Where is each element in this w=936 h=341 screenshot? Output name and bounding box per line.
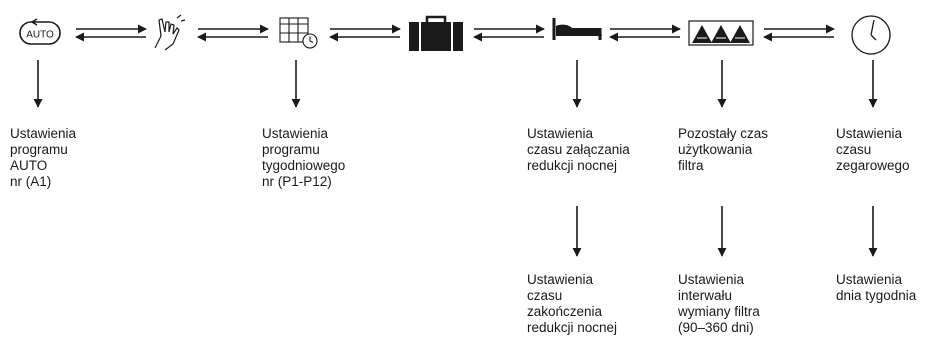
- double-arrow-filter-clock: [763, 24, 835, 42]
- double-arrow-night-filter: [609, 24, 681, 42]
- away-suitcase-icon: [409, 15, 463, 51]
- night-bed-icon: [552, 18, 602, 40]
- double-arrow-away-night: [473, 24, 545, 42]
- label-filter-interval: Ustawienia interwału wymiany filtra (90–…: [678, 272, 760, 335]
- hand-touch-icon: [154, 14, 186, 51]
- filter-icon: [688, 20, 754, 46]
- label-weekly-program-settings: Ustawienia programu tygodniowego nr (P1-…: [262, 126, 346, 189]
- auto-mode-icon: AUTO: [19, 18, 61, 45]
- label-clock-time-settings: Ustawienia czasu zegarowego: [836, 126, 910, 173]
- double-arrow-auto-manual: [75, 24, 147, 42]
- label-filter-remaining-time: Pozostały czas użytkowania filtra: [678, 126, 769, 173]
- auto-mode-icon-text: AUTO: [26, 30, 54, 41]
- label-weekday-settings: Ustawienia dnia tygodnia: [836, 272, 917, 303]
- double-arrow-weekly-away: [329, 24, 401, 42]
- label-night-reduction-start: Ustawienia czasu załączania redukcji noc…: [527, 126, 630, 173]
- double-arrow-manual-weekly: [197, 24, 269, 42]
- label-auto-program-settings: Ustawienia programu AUTO nr (A1): [10, 126, 77, 189]
- clock-icon: [851, 15, 891, 55]
- weekly-calendar-icon: [279, 17, 318, 49]
- label-night-reduction-end: Ustawienia czasu zakończenia redukcji no…: [527, 272, 618, 335]
